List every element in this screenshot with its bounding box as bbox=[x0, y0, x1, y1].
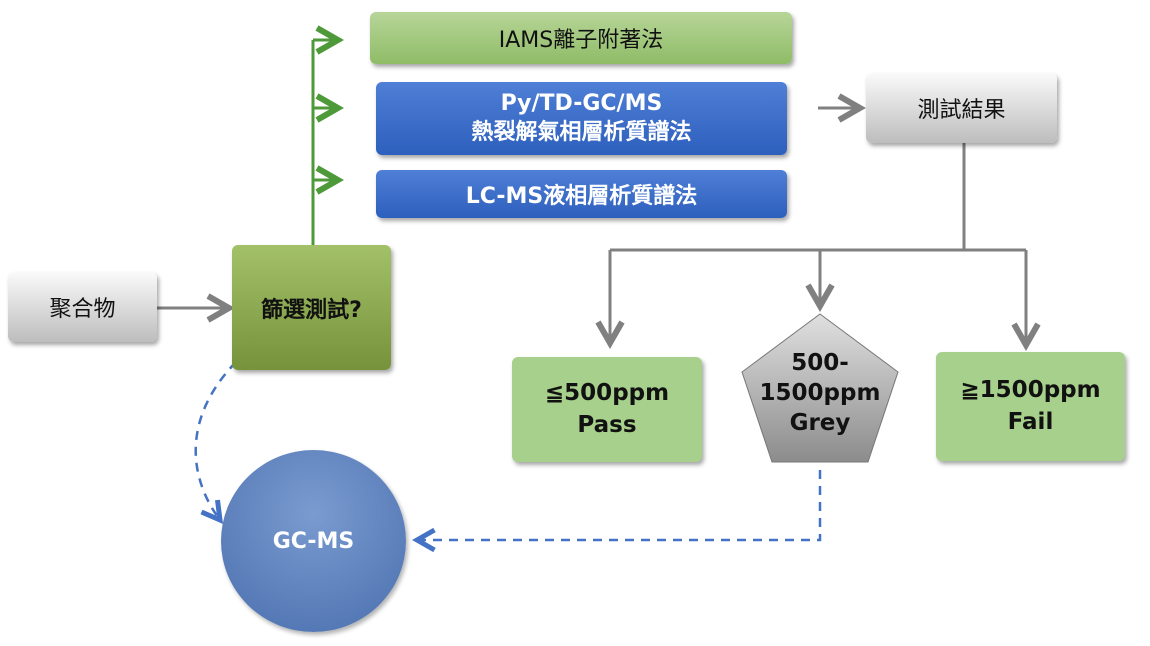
pass-threshold: ≦500ppm bbox=[544, 380, 670, 407]
lcms-label: LC-MS液相層析質譜法 bbox=[465, 184, 698, 209]
grey-threshold-low: 500- bbox=[791, 350, 849, 377]
fail-threshold: ≧1500ppm bbox=[960, 377, 1101, 404]
screening-label: 篩選測試? bbox=[261, 297, 362, 323]
py-td-label: Py/TD-GC/MS bbox=[500, 90, 663, 116]
green-branch-lines bbox=[311, 40, 338, 245]
iams-label: IAMS離子附著法 bbox=[498, 28, 664, 53]
test-result-label: 測試結果 bbox=[917, 98, 1006, 123]
pass-label: Pass bbox=[577, 411, 637, 438]
polymer-box: 聚合物 bbox=[8, 272, 157, 342]
py-td-gcms-method-box: Py/TD-GC/MS 熱裂解氣相層析質譜法 bbox=[376, 82, 787, 155]
gcms-label: GC-MS bbox=[272, 528, 355, 554]
grey-pentagon-shape bbox=[741, 313, 899, 463]
iams-method-box: IAMS離子附著法 bbox=[370, 12, 792, 64]
gcms-circle: GC-MS bbox=[221, 450, 406, 632]
grey-label: Grey bbox=[789, 409, 851, 436]
blue-dashed-arrows bbox=[194, 361, 822, 540]
polymer-label: 聚合物 bbox=[49, 297, 116, 322]
py-td-sublabel: 熱裂解氣相層析質譜法 bbox=[471, 119, 692, 145]
fail-label: Fail bbox=[1007, 408, 1054, 435]
lcms-method-box: LC-MS液相層析質譜法 bbox=[376, 170, 787, 218]
screening-test-box: 篩選測試? bbox=[232, 245, 391, 370]
test-result-box: 測試結果 bbox=[866, 73, 1057, 143]
grey-arrows bbox=[157, 108, 1026, 345]
grey-threshold-high: 1500ppm bbox=[759, 380, 881, 407]
